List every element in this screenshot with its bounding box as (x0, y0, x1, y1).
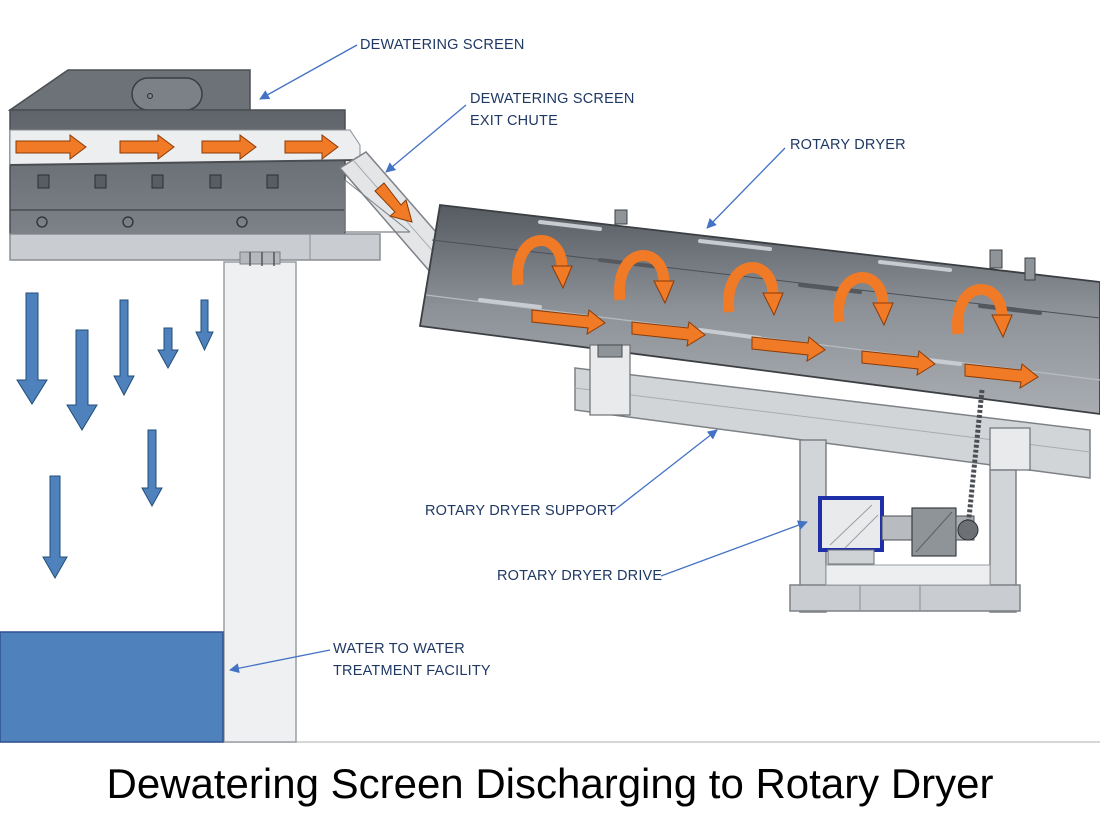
label-text: WATER TO WATER (333, 641, 465, 657)
flow-arrow (201, 134, 257, 160)
label-water-treatment: WATER TO WATER TREATMENT FACILITY (333, 638, 491, 682)
tumble-arrow (833, 272, 889, 323)
callout-line-dewatering-screen (259, 44, 358, 100)
flow-arrow (631, 321, 706, 347)
label-text: TREATMENT FACILITY (333, 663, 491, 679)
water-arrow (157, 327, 179, 370)
tumble-arrow-head (872, 302, 894, 327)
dewatering-screen (7, 69, 381, 266)
tumble-arrow (512, 235, 568, 286)
water-arrow (113, 299, 135, 397)
dryer-flow-arrows (531, 309, 1039, 389)
label-text: DEWATERING SCREEN (360, 37, 525, 53)
support-column (223, 261, 297, 743)
label-text: DEWATERING SCREEN (470, 91, 635, 107)
label-rotary-dryer: ROTARY DRYER (790, 134, 906, 156)
page-caption: Dewatering Screen Discharging to Rotary … (106, 760, 994, 807)
water-arrow (141, 429, 163, 508)
callout-lines (229, 44, 808, 674)
tumble-arrow-head (991, 314, 1013, 339)
tumble-arrow (952, 284, 1008, 335)
flow-arrow (119, 134, 175, 160)
callout-line-dryer-support (611, 429, 718, 513)
rotary-dryer-drive (818, 389, 985, 565)
label-text: ROTARY DRYER SUPPORT (425, 503, 617, 519)
dryer-tumble-arrows (512, 235, 1008, 335)
flow-arrow (374, 182, 413, 223)
water-arrow (66, 329, 98, 431)
flow-arrow (964, 363, 1039, 389)
label-rotary-dryer-drive: ROTARY DRYER DRIVE (497, 565, 662, 587)
label-text: ROTARY DRYER (790, 137, 906, 153)
callout-line-water (229, 649, 331, 674)
flow-arrow (861, 350, 936, 376)
label-dewatering-screen: DEWATERING SCREEN (360, 34, 525, 56)
tumble-arrow-head (762, 292, 784, 317)
water-arrow (42, 475, 68, 580)
callout-line-dryer-drive (660, 520, 808, 577)
screen-flow-arrows (15, 134, 339, 160)
label-exit-chute: DEWATERING SCREEN EXIT CHUTE (470, 88, 635, 132)
callout-line-rotary-dryer (706, 147, 786, 229)
water-drop-arrows (16, 292, 214, 580)
label-text: EXIT CHUTE (470, 113, 558, 129)
tumble-arrow (723, 262, 779, 313)
tumble-arrow-heads (551, 265, 1013, 339)
flow-arrow (284, 134, 339, 160)
label-text: ROTARY DRYER DRIVE (497, 568, 663, 584)
callout-line-exit-chute (385, 104, 467, 173)
tumble-arrow-head (653, 280, 675, 305)
rotary-dryer-support (574, 344, 1091, 613)
water-arrow (16, 292, 48, 405)
water-arrow (195, 299, 214, 352)
tumble-arrow-head (551, 265, 573, 290)
flow-arrow (751, 336, 826, 362)
flow-arrow (15, 134, 87, 160)
flow-arrow (531, 309, 606, 335)
label-rotary-dryer-support: ROTARY DRYER SUPPORT (425, 500, 616, 522)
water-treatment-tank (0, 631, 224, 743)
tumble-arrow (614, 250, 670, 301)
